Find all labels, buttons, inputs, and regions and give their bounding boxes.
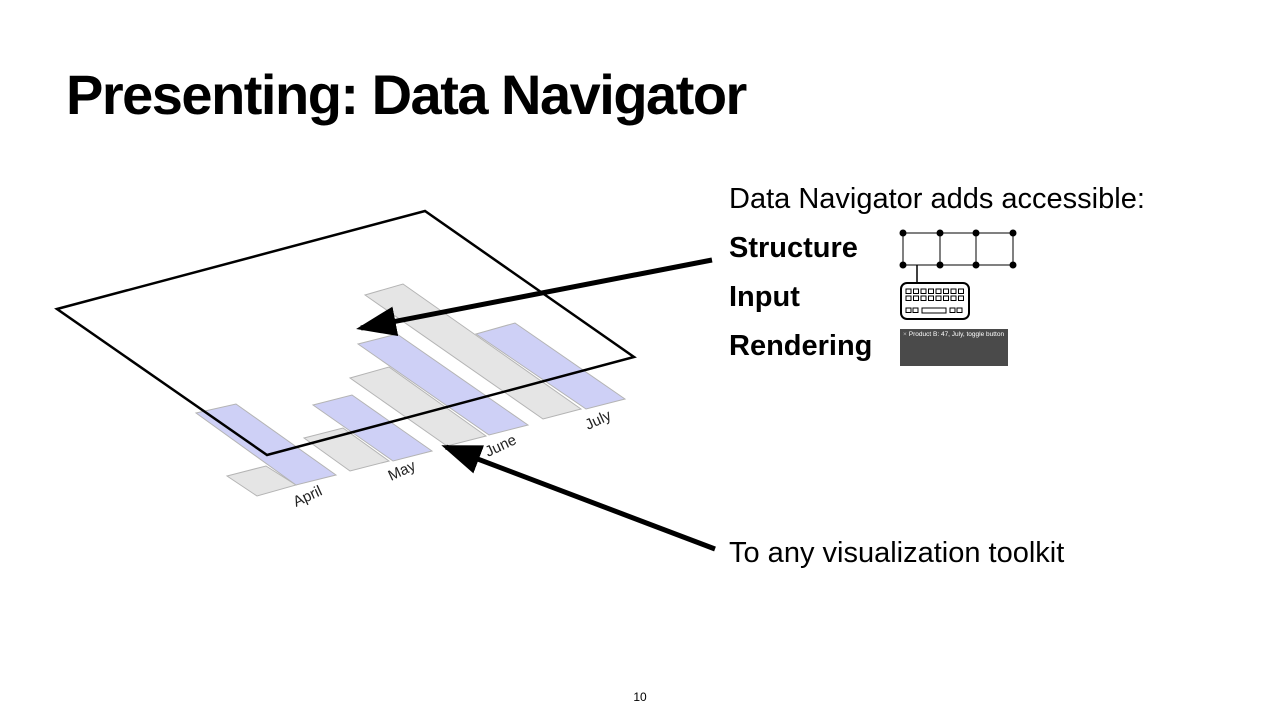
keyboard-key	[913, 288, 919, 294]
keyboard-key	[905, 295, 912, 301]
keyboard-key	[958, 295, 964, 301]
keyboard-key	[912, 307, 919, 313]
keyboard-key	[928, 288, 934, 294]
keyboard-key	[950, 288, 957, 294]
keyboard-key	[949, 307, 956, 313]
chart-layer: April May June July	[194, 283, 627, 511]
feature-input: Input	[729, 281, 800, 313]
keyboard-key	[905, 288, 912, 294]
month-label-july: July	[583, 407, 615, 434]
keyboard-key	[935, 295, 942, 301]
close-icon: ×	[903, 331, 907, 338]
page-number: 10	[633, 690, 647, 704]
keyboard-key	[913, 295, 919, 301]
bar-april-product-b	[194, 403, 338, 486]
bar-june-product-b	[356, 333, 530, 436]
month-label-april: April	[291, 483, 325, 511]
keyboard-icon	[900, 282, 970, 320]
keyboard-key	[920, 288, 927, 294]
tooltip-text: Product B: 47, July, toggle button	[908, 331, 1005, 338]
tooltip-rendering-icon: ×Product B: 47, July, toggle button	[900, 329, 1008, 366]
keyboard-key	[943, 288, 949, 294]
arrow-to-chart	[441, 444, 716, 552]
month-label-june: June	[483, 431, 520, 460]
structure-graph-icon	[899, 229, 1017, 283]
keyboard-key	[956, 307, 963, 313]
toolkit-text: To any visualization toolkit	[729, 537, 1065, 569]
month-label-may: May	[386, 457, 419, 485]
bar-june-product-a	[348, 366, 488, 447]
slide-title: Presenting: Data Navigator	[66, 63, 747, 126]
navigation-layer-plane	[54, 209, 637, 457]
keyboard-key	[950, 295, 957, 301]
keyboard-key	[920, 295, 927, 301]
bar-july-product-b	[474, 322, 627, 410]
intro-text: Data Navigator adds accessible:	[729, 183, 1145, 215]
keyboard-key	[928, 295, 934, 301]
feature-rendering: Rendering	[729, 330, 873, 362]
arrow-to-plane	[356, 257, 713, 337]
feature-structure: Structure	[729, 232, 858, 264]
keyboard-key	[958, 288, 964, 294]
keyboard-key	[905, 307, 912, 313]
keyboard-key	[943, 295, 949, 301]
keyboard-key	[935, 288, 942, 294]
